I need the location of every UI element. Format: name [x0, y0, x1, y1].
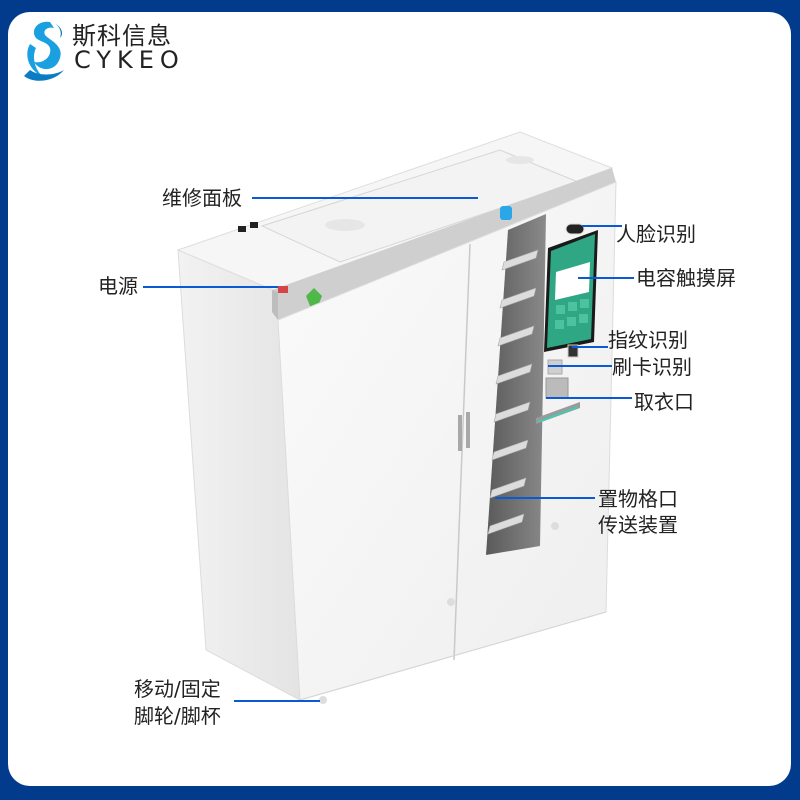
qr-panel [545, 377, 569, 399]
top-rim [272, 168, 616, 320]
callout-lines [143, 197, 634, 702]
conveyor-window [486, 214, 546, 555]
door-seam [453, 243, 471, 661]
caster [319, 696, 327, 704]
callout-power: 电源 [98, 274, 138, 298]
callout-conveyor-line2: 传送装置 [598, 513, 678, 537]
callout-maintenance-panel: 维修面板 [162, 186, 242, 210]
screen-login-form [555, 262, 590, 300]
callout-card-reader: 刷卡识别 [612, 355, 692, 379]
caster [551, 522, 559, 530]
face-camera [565, 223, 585, 235]
cykeo-logo-icon [24, 21, 64, 81]
callout-fingerprint: 指纹识别 [608, 328, 688, 352]
top-rim-edge [272, 290, 278, 320]
top-port [238, 226, 246, 232]
brand-name-en: CYKEO [74, 46, 185, 74]
callout-casters-line2: 脚轮/脚杯 [134, 704, 221, 728]
top-vent [506, 156, 534, 164]
top-vent [325, 219, 365, 231]
brand-name-cn: 斯科信息 [72, 22, 172, 50]
screen-tiles [555, 299, 589, 329]
door-handle-right [466, 412, 470, 448]
caster [447, 598, 455, 606]
door-handle-left [458, 415, 462, 451]
brand-logo: 斯科信息 CYKEO [20, 14, 190, 84]
power-switch [278, 286, 288, 293]
base-edge [299, 611, 607, 701]
callout-face-recognition: 人脸识别 [616, 222, 696, 246]
pickup-slot-light [537, 406, 579, 423]
callout-pickup-slot: 取衣口 [634, 390, 694, 414]
callout-conveyor-line1: 置物格口 [598, 487, 678, 511]
callout-casters-line1: 移动/固定 [134, 677, 221, 701]
top-port [250, 222, 258, 228]
conveyor-shelves [487, 249, 539, 535]
callout-touch-screen: 电容触摸屏 [636, 266, 736, 290]
green-badge-icon [306, 288, 322, 306]
fingerprint-reader [567, 344, 579, 358]
status-indicator-icon [500, 206, 512, 220]
